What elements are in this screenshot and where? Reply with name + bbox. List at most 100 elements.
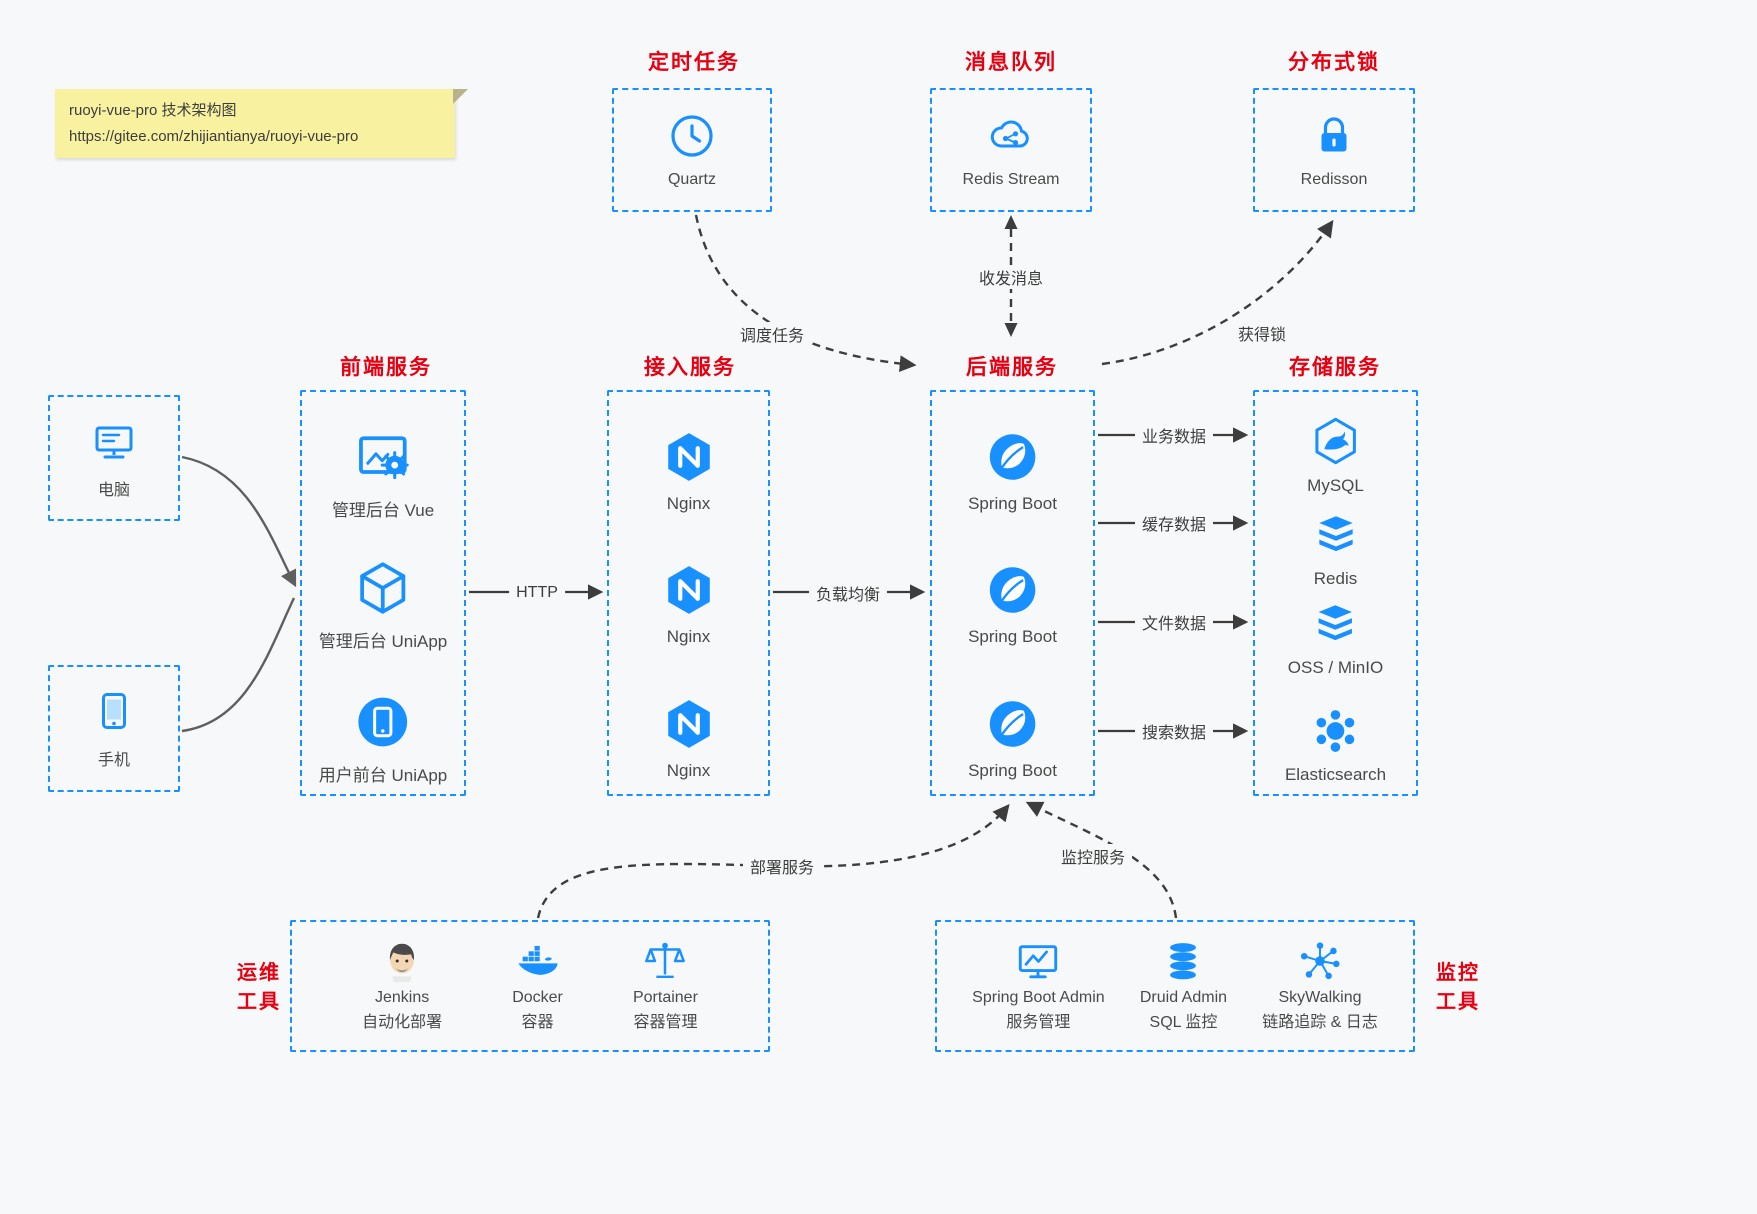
node-label: SkyWalking — [1278, 989, 1362, 1007]
edge-phone-to-frontend — [181, 597, 296, 733]
note-url[interactable]: https://gitee.com/zhijiantianya/ruoyi-vu… — [69, 127, 359, 145]
node-redis-stream[interactable]: Redis Stream — [934, 92, 1088, 208]
edge-label-file-data: 文件数据 — [1134, 610, 1214, 634]
node-docker[interactable]: Docker 容器 — [512, 938, 563, 1033]
edge-label-cache-data: 缓存数据 — [1134, 511, 1214, 535]
edge-schedule-tasks — [694, 214, 917, 373]
node-label: Jenkins — [374, 989, 430, 1007]
node-sublabel: 容器管理 — [633, 1014, 698, 1031]
edge-desktop-to-frontend — [181, 455, 297, 588]
elasticsearch-icon — [1310, 706, 1360, 756]
box-phone-client: 手机 — [48, 665, 180, 792]
node-mysql[interactable]: MySQL — [1307, 415, 1364, 496]
node-redis[interactable]: Redis — [1311, 510, 1361, 589]
node-label: Redisson — [1300, 170, 1368, 188]
node-label: Spring Boot Admin — [972, 989, 1105, 1007]
clock-icon — [668, 112, 716, 160]
node-label: Elasticsearch — [1284, 765, 1387, 784]
edge-label-search-data: 搜索数据 — [1134, 719, 1214, 743]
node-admin-vue[interactable]: 管理后台 Vue — [332, 427, 434, 521]
node-label: 电脑 — [97, 481, 130, 499]
node-portainer[interactable]: Portainer 容器管理 — [633, 938, 698, 1033]
node-oss-minio[interactable]: OSS / MinIO — [1288, 599, 1383, 678]
node-sublabel: 链路追踪 & 日志 — [1262, 1014, 1378, 1031]
box-storage-services: MySQL Redis OSS / MinIO Elasticsearch — [1253, 390, 1418, 796]
side-title-line: 工具 — [1436, 991, 1480, 1013]
lock-icon — [1310, 112, 1358, 160]
spring-boot-icon — [985, 429, 1041, 485]
node-sublabel: 服务管理 — [1006, 1014, 1071, 1031]
note-title: ruoyi-vue-pro 技术架构图 — [69, 102, 237, 119]
nginx-icon — [661, 696, 717, 752]
node-label: Spring Boot — [968, 627, 1057, 646]
node-redisson[interactable]: Redisson — [1257, 92, 1411, 208]
node-label: Redis — [1313, 569, 1358, 588]
box-quartz: Quartz — [612, 88, 772, 212]
node-desktop[interactable]: 电脑 — [52, 399, 176, 517]
box-ops-tools: Jenkins 自动化部署 Docker 容器 Portainer 容器管理 — [290, 920, 770, 1052]
group-title-message-queue: 消息队列 — [965, 51, 1057, 74]
node-label: Druid Admin — [1139, 989, 1228, 1007]
node-quartz[interactable]: Quartz — [616, 92, 768, 208]
druid-icon — [1160, 938, 1206, 984]
group-title-storage: 存储服务 — [1289, 356, 1381, 379]
node-label: Portainer — [632, 989, 698, 1007]
node-spring-boot-admin[interactable]: Spring Boot Admin 服务管理 — [972, 938, 1105, 1033]
arrowhead-down-icon — [1004, 323, 1018, 337]
node-admin-uniapp[interactable]: 管理后台 UniApp — [319, 558, 447, 652]
edge-label-deploy: 部署服务 — [742, 854, 822, 878]
edge-label-monitor: 监控服务 — [1053, 844, 1133, 868]
spring-boot-icon — [985, 696, 1041, 752]
mobile-app-icon — [353, 692, 413, 752]
box-desktop-client: 电脑 — [48, 395, 180, 521]
node-spring-boot-2[interactable]: Spring Boot — [968, 562, 1057, 647]
node-skywalking[interactable]: SkyWalking 链路追踪 & 日志 — [1262, 938, 1378, 1033]
node-sublabel: 容器 — [521, 1014, 554, 1031]
group-title-backend: 后端服务 — [966, 356, 1058, 379]
node-nginx-3[interactable]: Nginx — [661, 696, 717, 781]
uniapp-cube-icon — [353, 558, 413, 618]
edge-acquire-lock — [1101, 219, 1334, 366]
arrowhead-up-icon — [1004, 215, 1018, 229]
edge-label-http: HTTP — [509, 584, 565, 602]
group-title-monitor-tools: 监控 工具 — [1436, 959, 1480, 1017]
sticky-note: ruoyi-vue-pro 技术架构图 https://gitee.com/zh… — [55, 89, 468, 158]
admin-window-icon — [353, 427, 413, 487]
node-sublabel: 自动化部署 — [362, 1014, 443, 1031]
node-label: Spring Boot — [968, 761, 1057, 780]
node-druid-admin[interactable]: Druid Admin SQL 监控 — [1140, 938, 1227, 1033]
spring-boot-icon — [985, 562, 1041, 618]
box-frontend-services: 管理后台 Vue 管理后台 UniApp 用户前台 UniApp — [300, 390, 466, 796]
box-redis-stream: Redis Stream — [930, 88, 1092, 212]
node-phone[interactable]: 手机 — [52, 669, 176, 788]
node-nginx-2[interactable]: Nginx — [661, 562, 717, 647]
storage-stack-icon — [1310, 599, 1360, 649]
box-access-services: Nginx Nginx Nginx — [607, 390, 770, 796]
side-title-line: 工具 — [237, 991, 281, 1013]
node-sublabel: SQL 监控 — [1149, 1014, 1218, 1031]
node-label: Nginx — [666, 494, 711, 513]
skywalking-icon — [1297, 938, 1343, 984]
node-label: MySQL — [1307, 476, 1364, 495]
edge-label-schedule: 调度任务 — [732, 322, 812, 346]
node-label: Redis Stream — [962, 170, 1060, 188]
node-spring-boot-1[interactable]: Spring Boot — [968, 429, 1057, 514]
node-nginx-1[interactable]: Nginx — [661, 429, 717, 514]
spring-boot-admin-icon — [1014, 938, 1062, 984]
node-jenkins[interactable]: Jenkins 自动化部署 — [362, 938, 442, 1033]
cloud-share-icon — [985, 112, 1037, 160]
side-title-line: 监控 — [1436, 962, 1480, 984]
node-user-uniapp[interactable]: 用户前台 UniApp — [319, 692, 447, 786]
group-title-access: 接入服务 — [644, 356, 736, 379]
desktop-icon — [88, 417, 140, 465]
node-label: 管理后台 UniApp — [318, 632, 448, 651]
smartphone-icon — [90, 687, 138, 735]
node-spring-boot-3[interactable]: Spring Boot — [968, 696, 1057, 781]
group-title-ops-tools: 运维 工具 — [237, 959, 281, 1017]
node-label: Nginx — [666, 627, 711, 646]
group-title-distributed-lock: 分布式锁 — [1288, 51, 1380, 74]
node-elasticsearch[interactable]: Elasticsearch — [1285, 706, 1386, 785]
jenkins-icon — [379, 938, 425, 984]
group-title-scheduled-tasks: 定时任务 — [648, 51, 740, 74]
